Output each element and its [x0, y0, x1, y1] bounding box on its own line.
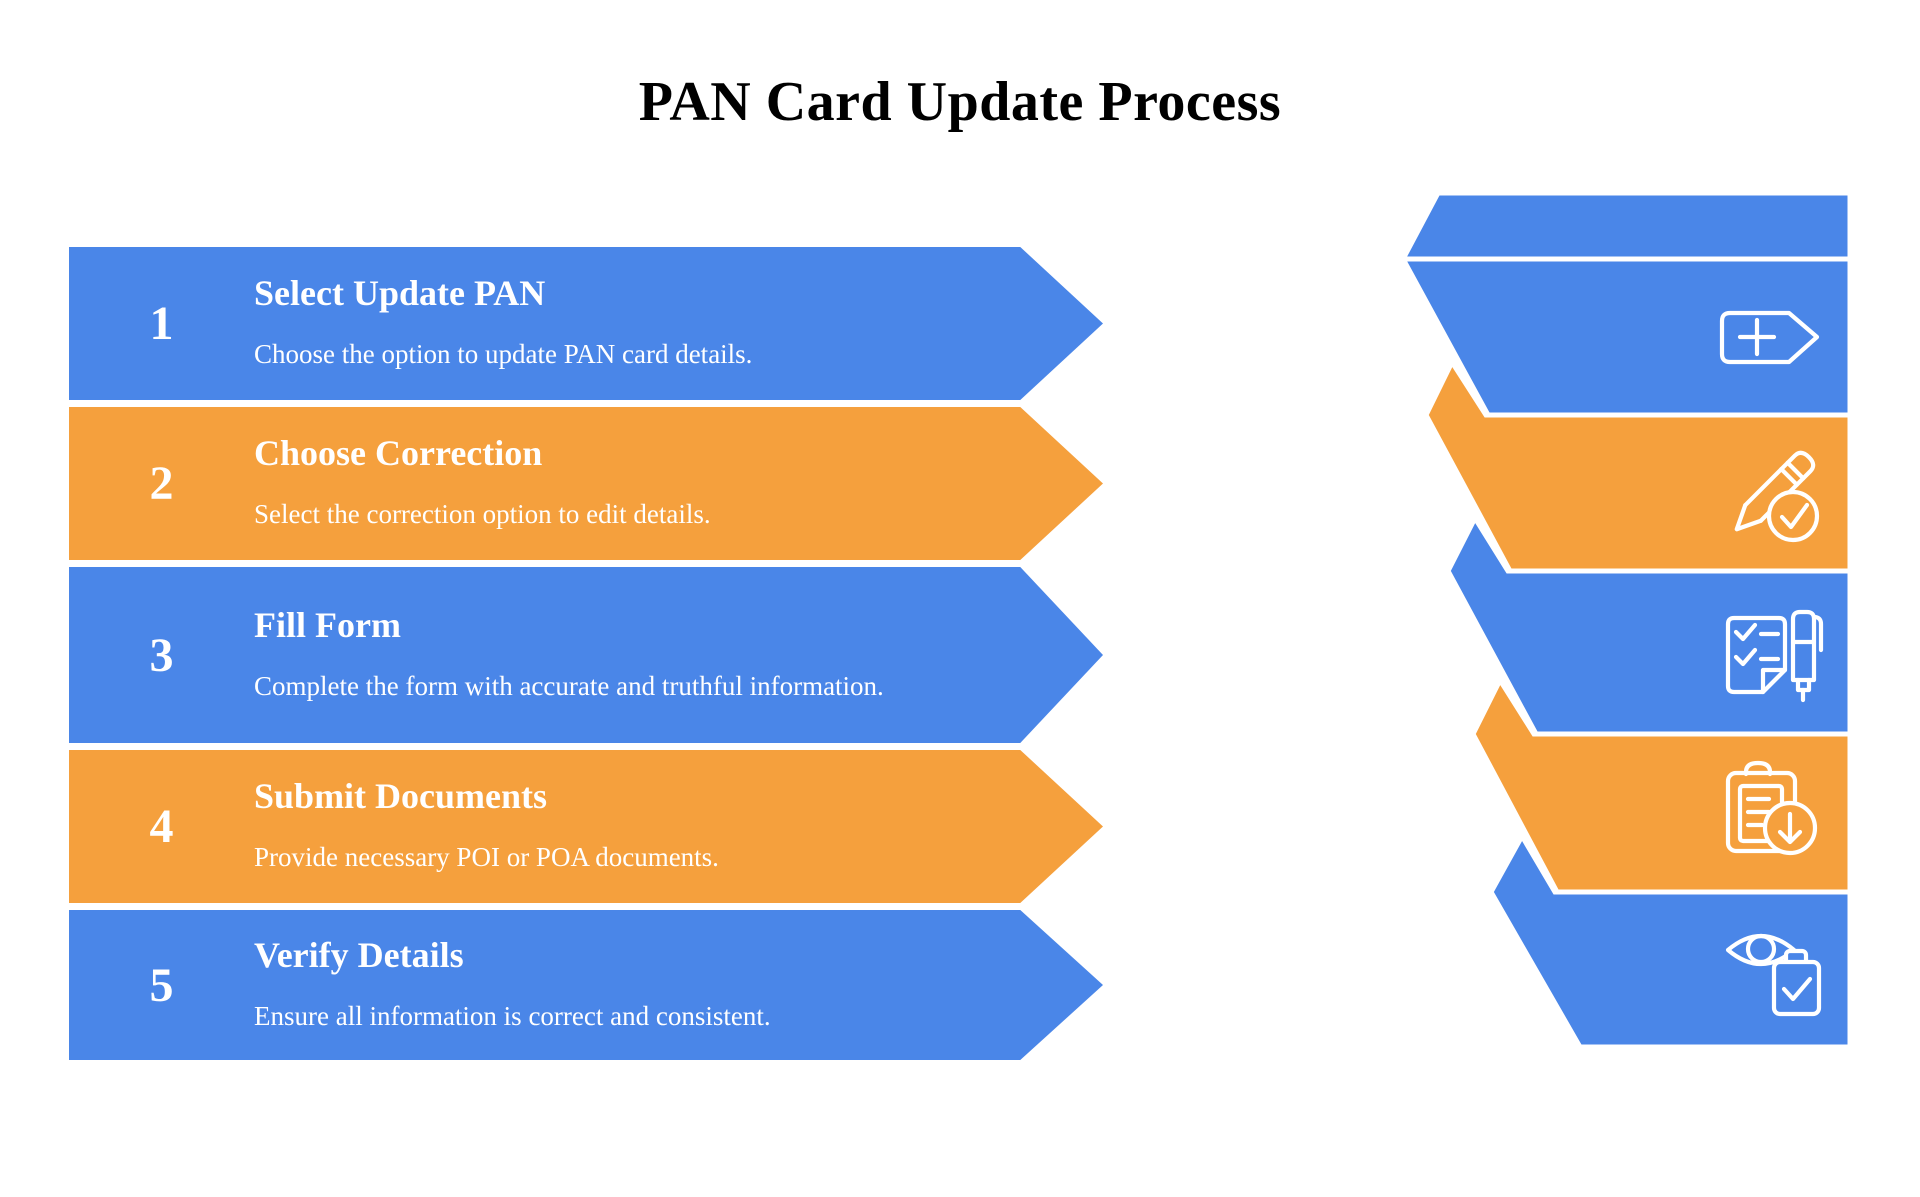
step-title: Select Update PAN	[254, 273, 546, 314]
step-banner-2: 2 Choose Correction Select the correctio…	[69, 407, 1103, 560]
step-banner-5: 5 Verify Details Ensure all information …	[69, 910, 1103, 1060]
step-banner-3: 3 Fill Form Complete the form with accur…	[69, 567, 1103, 743]
step-description: Provide necessary POI or POA documents.	[254, 842, 719, 873]
eye-clipboard-icon	[1725, 933, 1822, 1017]
pencil-check-icon	[1734, 450, 1820, 543]
step-title: Fill Form	[254, 604, 401, 645]
step-number: 2	[149, 457, 174, 510]
step-number: 1	[149, 297, 174, 350]
step-description: Choose the option to update PAN card det…	[254, 339, 753, 370]
tag-plus-icon	[1719, 310, 1820, 365]
page-title: PAN Card Update Process	[638, 71, 1282, 133]
step-number: 3	[149, 628, 174, 682]
step-description: Select the correction option to edit det…	[254, 499, 711, 530]
step-number: 4	[149, 800, 174, 853]
step-banner-4: 4 Submit Documents Provide necessary POI…	[69, 750, 1103, 903]
step-number: 5	[149, 958, 174, 1012]
step-title: Submit Documents	[254, 776, 548, 817]
ribbon-graphic	[1398, 190, 1853, 1050]
clipboard-download-icon	[1725, 760, 1818, 856]
step-description: Complete the form with accurate and trut…	[254, 670, 884, 701]
ribbon-start-band	[1398, 190, 1853, 262]
step-title: Choose Correction	[254, 433, 543, 474]
checklist-pen-icon	[1725, 609, 1824, 703]
step-banner-1: 1 Select Update PAN Choose the option to…	[69, 247, 1103, 400]
step-title: Verify Details	[254, 934, 464, 975]
step-description: Ensure all information is correct and co…	[254, 1000, 771, 1031]
